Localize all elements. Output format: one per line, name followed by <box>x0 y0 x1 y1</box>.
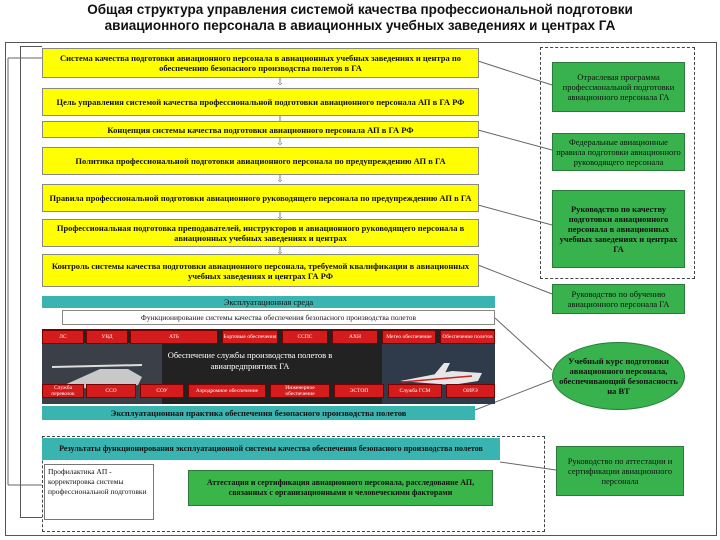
service-cell: АТБ <box>130 330 218 344</box>
down-arrow-icon: ⇩ <box>276 137 284 147</box>
service-cell: ЭСТОП <box>334 384 384 398</box>
service-cell: ЛС <box>42 330 84 344</box>
professional-training-box: Профессиональная подготовка преподавател… <box>42 219 479 247</box>
down-arrow-icon: ⇩ <box>276 115 284 125</box>
service-cell: Метео обеспечение <box>382 330 436 344</box>
service-cell: ССПС <box>282 330 328 344</box>
left-loop-frame <box>20 46 42 518</box>
attestation-manual-box: Руководство по аттестации и сертификации… <box>556 446 684 496</box>
policy-box: Политика профессиональной подготовки ави… <box>42 147 479 175</box>
down-arrow-icon: ⇩ <box>276 77 284 87</box>
bottom-dashed-frame <box>42 436 545 532</box>
service-cell: ОИРЭ <box>446 384 495 398</box>
service-cell: СОУ <box>140 384 184 398</box>
attestation-box: Аттестация и сертификация авиационного п… <box>188 470 493 506</box>
service-cell: Обеспечение полетов <box>440 330 495 344</box>
right-dashed-frame <box>540 47 695 279</box>
quality-control-box: Контроль системы качества подготовки ави… <box>42 254 479 287</box>
service-cell: Служба перевозок <box>42 384 84 398</box>
services-caption: Обеспечение службы производства полетов … <box>167 350 333 371</box>
down-arrow-icon: ⇩ <box>276 174 284 184</box>
industry-program-box: Отраслевая программа профессиональной по… <box>552 62 685 112</box>
concept-box: Концепция системы качества подготовки ав… <box>42 121 479 138</box>
service-cell: Служба ГСМ <box>388 384 442 398</box>
operational-practice-bar: Эксплуатационная практика обеспечения бе… <box>42 406 475 420</box>
title-line-1: Общая структура управления системой каче… <box>87 2 633 17</box>
service-cell: Аэродромное обеспечение <box>188 384 266 398</box>
services-row-2: Служба перевозок ССО СОУ Аэродромное обе… <box>42 384 495 398</box>
quality-manual-box: Руководство по качеству подготовки авиац… <box>552 190 685 268</box>
federal-rules-box: Федеральные авиационные правила подготов… <box>552 133 685 171</box>
service-cell: УВД <box>86 330 128 344</box>
functioning-bar: Функционирование системы качества обеспе… <box>62 310 495 325</box>
page-title: Общая структура управления системой каче… <box>0 0 720 38</box>
down-arrow-icon: ⇩ <box>276 246 284 256</box>
training-manual-box: Руководство по обучению авиационного пер… <box>552 284 685 314</box>
prevention-box: Профилактика АП - корректировка системы … <box>44 464 154 520</box>
service-cell: Бортовые обеспечения <box>222 330 278 344</box>
results-box: Результаты функционирования эксплуатацио… <box>42 438 500 460</box>
service-cell: АХН <box>332 330 378 344</box>
quality-system-box: Система качества подготовки авиационного… <box>42 48 479 78</box>
operational-environment-bar: Эксплуатационная среда <box>42 296 495 308</box>
service-cell: Инженерное обеспечение <box>270 384 330 398</box>
service-cell: ССО <box>86 384 136 398</box>
rules-box: Правила профессиональной подготовки авиа… <box>42 184 479 212</box>
services-row-1: ЛС УВД АТБ Бортовые обеспечения ССПС АХН… <box>42 330 495 344</box>
down-arrow-icon: ⇩ <box>276 211 284 221</box>
title-line-2: авиационного персонала в авиационных уче… <box>104 18 616 33</box>
training-course-box: Учебный курс подготовки авиационного пер… <box>552 342 685 410</box>
outer-frame <box>5 42 717 536</box>
management-goal-box: Цель управления системой качества профес… <box>42 88 479 116</box>
